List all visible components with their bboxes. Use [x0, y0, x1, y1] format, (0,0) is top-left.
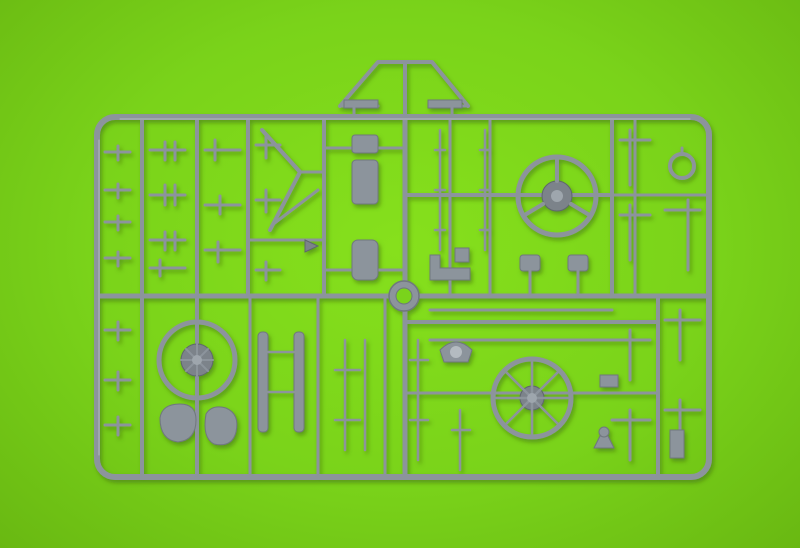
triangle-part	[260, 128, 326, 232]
parts-center-right	[429, 128, 589, 298]
small-parts-left	[103, 133, 282, 437]
sprue-center-hub	[388, 280, 420, 312]
parts-lower-left	[159, 403, 238, 446]
long-bars	[257, 331, 305, 433]
wheel-lower-right	[490, 356, 574, 440]
parts-right-column	[610, 128, 702, 462]
plate-parts	[304, 134, 379, 281]
wheel-upper-right	[515, 154, 599, 238]
rod-parts	[428, 308, 614, 342]
parts-lower-middle	[333, 338, 619, 472]
plastic-highlights	[98, 118, 691, 456]
wheel-lower-left	[156, 319, 238, 401]
sprue-top-handle	[338, 60, 470, 119]
